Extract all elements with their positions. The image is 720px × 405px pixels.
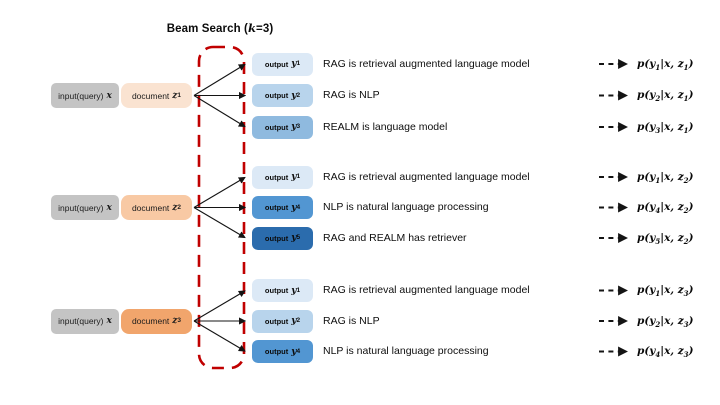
output-text: RAG is retrieval augmented language mode… bbox=[323, 284, 530, 296]
output-text: RAG is retrieval augmented language mode… bbox=[323, 57, 530, 70]
output-text: RAG is retrieval augmented language mode… bbox=[323, 170, 530, 183]
input-query-box-1: input(query)x bbox=[51, 83, 119, 108]
output-text: RAG is NLP bbox=[323, 89, 380, 101]
output-text: NLP is natural language processing bbox=[323, 201, 489, 213]
output-text: RAG is NLP bbox=[323, 314, 380, 327]
prob-expression: p(y2|x, z3) bbox=[637, 314, 694, 329]
fan-arrows-group-3 bbox=[193, 290, 247, 352]
prob-expression: p(y1|x, z1) bbox=[637, 57, 694, 72]
diagram-title: Beam Search (k=3) bbox=[166, 21, 274, 35]
output-text: RAG and REALM has retriever bbox=[323, 231, 467, 244]
fan-arrows-group-2 bbox=[193, 176, 247, 239]
prob-expression: p(y3|x, z1) bbox=[637, 120, 694, 135]
input-query-box-3: input(query)x bbox=[51, 308, 119, 334]
output-text: NLP is natural language processing bbox=[323, 345, 489, 357]
prob-arrows-dashed bbox=[599, 59, 628, 357]
prob-expression: p(y5|x, z2) bbox=[637, 231, 694, 246]
output-text: REALM is language model bbox=[323, 120, 448, 133]
prob-expression: p(y4|x, z3) bbox=[637, 345, 694, 360]
prob-expression: p(y2|x, z1) bbox=[637, 89, 694, 104]
input-query-box-2: input(query)x bbox=[51, 195, 119, 220]
prob-expression: p(y1|x, z3) bbox=[637, 284, 694, 299]
prob-expression: p(y4|x, z2) bbox=[637, 201, 694, 216]
prob-expression: p(y1|x, z2) bbox=[637, 170, 694, 185]
fan-arrows-group-1 bbox=[193, 63, 247, 128]
k-variable: k bbox=[247, 21, 257, 35]
